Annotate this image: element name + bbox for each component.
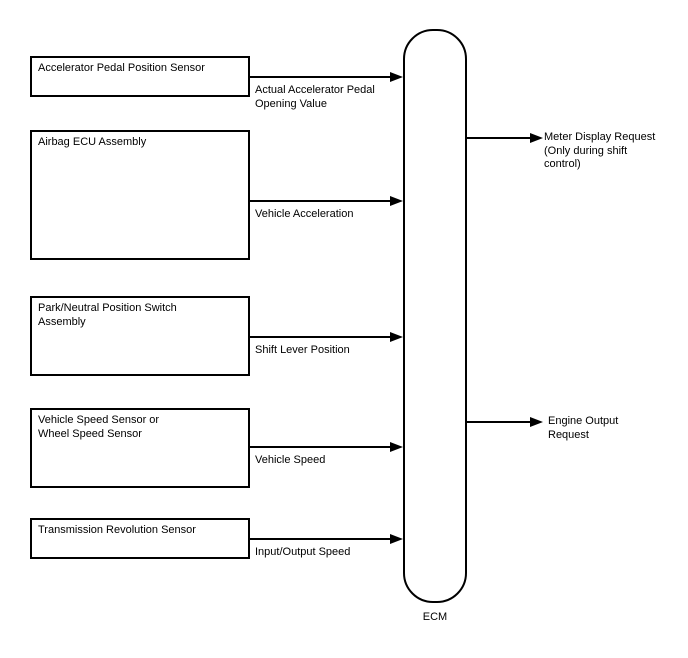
arrowhead-icon <box>530 417 543 427</box>
source-box-airbag-ecu-assembly: Airbag ECU Assembly <box>30 130 250 260</box>
input-line-input-output-speed <box>250 538 391 540</box>
input-signal-label-input-output-speed: Input/Output Speed <box>255 546 351 558</box>
source-box-transmission-revolution-sensor: Transmission Revolution Sensor <box>30 518 250 559</box>
output-signal-label-engine-output-request: Engine Output Request <box>548 415 619 441</box>
input-signal-label-actual-accelerator-pedal-opening-value: Actual Accelerator Pedal Opening Value <box>255 84 375 110</box>
input-line-shift-lever-position <box>250 336 391 338</box>
arrowhead-icon <box>530 133 543 143</box>
input-signal-label-vehicle-speed: Vehicle Speed <box>255 454 326 466</box>
arrowhead-icon <box>390 442 403 452</box>
input-line-vehicle-acceleration <box>250 200 391 202</box>
output-line-meter-display-request <box>466 137 531 139</box>
input-line-accelerator-pedal <box>250 76 391 78</box>
source-box-park-neutral-position-switch-assembly: Park/Neutral Position Switch Assembly <box>30 296 250 376</box>
source-box-accelerator-pedal-position-sensor: Accelerator Pedal Position Sensor <box>30 56 250 97</box>
input-signal-label-vehicle-acceleration: Vehicle Acceleration <box>255 208 354 220</box>
input-signal-label-shift-lever-position: Shift Lever Position <box>255 344 350 356</box>
ecm-block-label: ECM <box>422 611 448 623</box>
output-signal-label-meter-display-request: Meter Display Request (Only during shift… <box>544 131 656 170</box>
arrowhead-icon <box>390 72 403 82</box>
output-line-engine-output-request <box>466 421 531 423</box>
ecm-block <box>403 29 467 603</box>
source-box-vehicle-speed-sensor: Vehicle Speed Sensor or Wheel Speed Sens… <box>30 408 250 488</box>
input-line-vehicle-speed <box>250 446 391 448</box>
arrowhead-icon <box>390 332 403 342</box>
arrowhead-icon <box>390 534 403 544</box>
arrowhead-icon <box>390 196 403 206</box>
